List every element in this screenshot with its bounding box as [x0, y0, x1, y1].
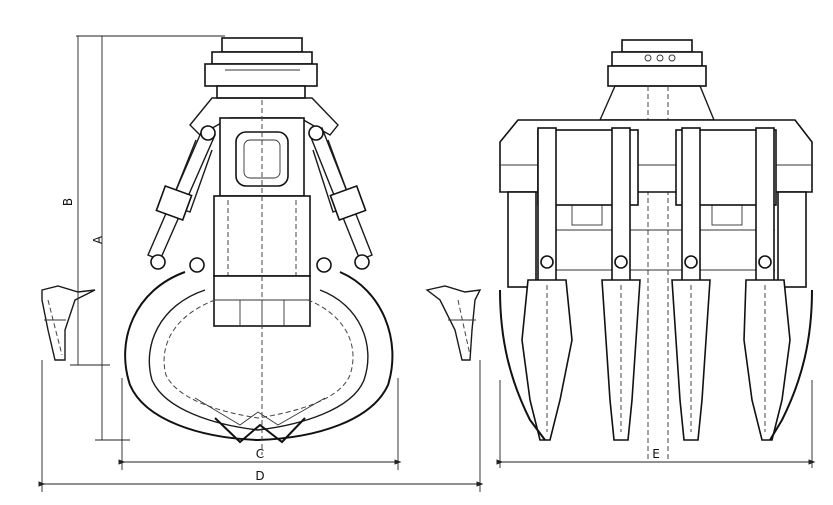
- outer-shell-right: [769, 289, 813, 441]
- dimension-label-a: A: [91, 235, 105, 244]
- tine-2: [601, 127, 641, 441]
- tine-3: [671, 127, 711, 441]
- dimension-label-d: D: [255, 469, 264, 483]
- right-cylinder: [308, 125, 373, 273]
- dimension-label-c: C: [256, 447, 264, 461]
- dimension-lines-side: [38, 35, 484, 492]
- open-shell-profile-left: [41, 285, 96, 361]
- side-view: B A C D: [38, 35, 484, 492]
- tine-1: [521, 127, 573, 441]
- left-cylinder: [147, 125, 216, 273]
- front-view: E: [496, 39, 816, 468]
- grab-shells: [124, 100, 394, 455]
- dimension-label-e: E: [652, 447, 660, 461]
- dimension-lines-front: [496, 380, 816, 468]
- rotator-head: [204, 37, 318, 99]
- tine-4: [743, 127, 791, 441]
- outer-shell-left: [499, 289, 546, 441]
- dimension-label-b: B: [61, 198, 75, 206]
- front-rotator-head: [598, 39, 716, 460]
- open-shell-profile-right: [425, 285, 482, 361]
